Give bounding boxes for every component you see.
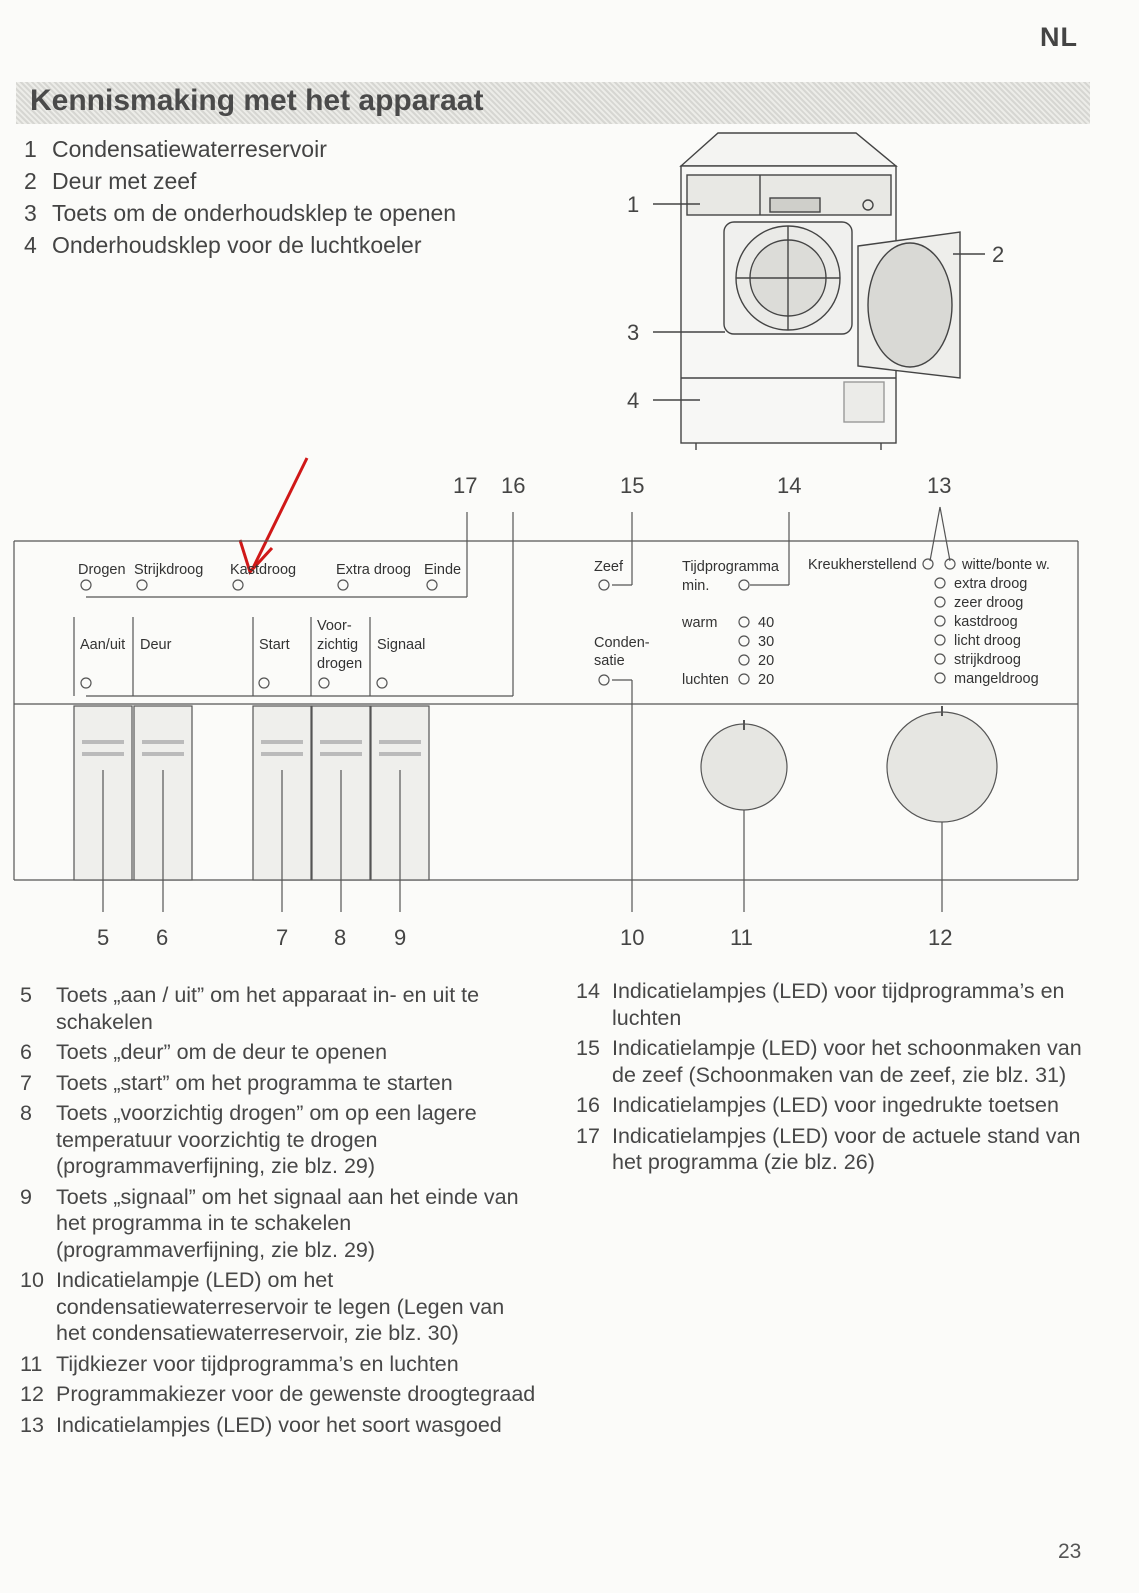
- kreuk-label: Kreukherstellend: [808, 557, 917, 573]
- led-kastdroog: [232, 579, 244, 591]
- led-tijd: [738, 579, 750, 591]
- callout-5: 5: [97, 925, 109, 950]
- led-program: [934, 615, 946, 627]
- button-label-voorzichtig-3: drogen: [317, 656, 362, 672]
- callout-12: 12: [928, 925, 952, 950]
- dryer-callout-3: 3: [627, 320, 639, 345]
- program-label: licht droog: [954, 633, 1021, 649]
- led-program: [934, 672, 946, 684]
- program-label: mangeldroog: [954, 671, 1039, 687]
- led-strijkdroog: [136, 579, 148, 591]
- callout-13: 13: [927, 473, 951, 498]
- program-label: strijkdroog: [954, 652, 1021, 668]
- condensatie-label-2: satie: [594, 653, 625, 669]
- program-label: extra droog: [954, 576, 1027, 592]
- callout-16: 16: [501, 473, 525, 498]
- led-voorzichtig: [318, 677, 330, 689]
- led-label-einde: Einde: [424, 562, 461, 578]
- button-label-voorzichtig-2: zichtig: [317, 637, 358, 653]
- zeef-label: Zeef: [594, 559, 624, 575]
- program-label: kastdroog: [954, 614, 1018, 630]
- callout-15: 15: [620, 473, 644, 498]
- button-label-voorzichtig-1: Voor-: [317, 618, 352, 634]
- led-label-drogen: Drogen: [78, 562, 126, 578]
- button-label-deur: Deur: [140, 637, 172, 653]
- dryer-callout-2: 2: [992, 242, 1004, 267]
- condensatie-label-1: Conden-: [594, 635, 650, 651]
- led-tijd-20: [738, 654, 750, 666]
- button-label-aan-uit: Aan/uit: [80, 637, 125, 653]
- led-einde: [426, 579, 438, 591]
- led-program: [934, 596, 946, 608]
- button-label-signaal: Signaal: [377, 637, 425, 653]
- callout-6: 6: [156, 925, 168, 950]
- led-label-kastdroog: Kastdroog: [230, 562, 296, 578]
- tijd-row-label-luchten: luchten: [682, 672, 729, 688]
- led-tijd-40: [738, 616, 750, 628]
- callout-9: 9: [394, 925, 406, 950]
- program-label: zeer droog: [954, 595, 1023, 611]
- tijd-row-value-4: 20: [758, 672, 774, 688]
- led-tijd-30: [738, 635, 750, 647]
- led-drogen: [80, 579, 92, 591]
- led-kreuk: [922, 558, 934, 570]
- button-label-start: Start: [259, 637, 290, 653]
- led-aan-uit: [80, 677, 92, 689]
- led-program: [934, 653, 946, 665]
- tijd-title: Tijdprogramma: [682, 559, 780, 575]
- led-extra-droog: [337, 579, 349, 591]
- tijd-row-label-warm: warm: [681, 615, 717, 631]
- led-program: [934, 634, 946, 646]
- page-title: Kennismaking met het apparaat: [30, 84, 484, 117]
- program-label: witte/bonte w.: [961, 557, 1050, 573]
- dryer-callout-4: 4: [627, 388, 639, 413]
- led-zeef: [598, 579, 610, 591]
- tijd-row-value-1: 40: [758, 615, 774, 631]
- callout-10: 10: [620, 925, 644, 950]
- led-label-extra-droog: Extra droog: [336, 562, 411, 578]
- led-start: [258, 677, 270, 689]
- led-tijd-luchten: [738, 673, 750, 685]
- tijd-unit: min.: [682, 578, 709, 594]
- led-label-strijkdroog: Strijkdroog: [134, 562, 203, 578]
- dryer-callout-1: 1: [627, 192, 639, 217]
- tijd-row-value-3: 20: [758, 653, 774, 669]
- callout-17: 17: [453, 473, 477, 498]
- tijd-row-value-2: 30: [758, 634, 774, 650]
- page-number: 23: [1058, 1540, 1082, 1563]
- callout-8: 8: [334, 925, 346, 950]
- callout-7: 7: [276, 925, 288, 950]
- led-program: [944, 558, 956, 570]
- language-code: NL: [1040, 22, 1078, 52]
- callout-14: 14: [777, 473, 801, 498]
- title-bar: [16, 82, 1090, 124]
- led-signaal: [376, 677, 388, 689]
- led-program: [934, 577, 946, 589]
- led-condensatie: [598, 674, 610, 686]
- callout-11: 11: [730, 925, 753, 950]
